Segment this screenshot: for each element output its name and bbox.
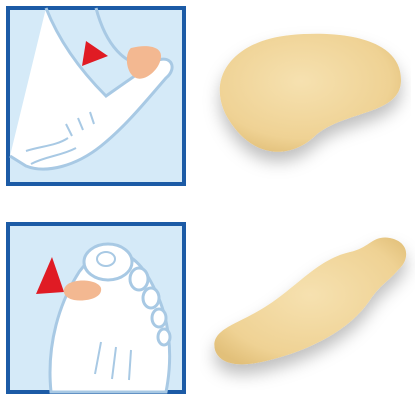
kidney-shaped-gel-pad: [196, 20, 411, 190]
bunion-foot-illustration: [6, 222, 186, 394]
elongated-gel-pad: [200, 230, 415, 390]
heel-foot-illustration: [6, 6, 186, 186]
